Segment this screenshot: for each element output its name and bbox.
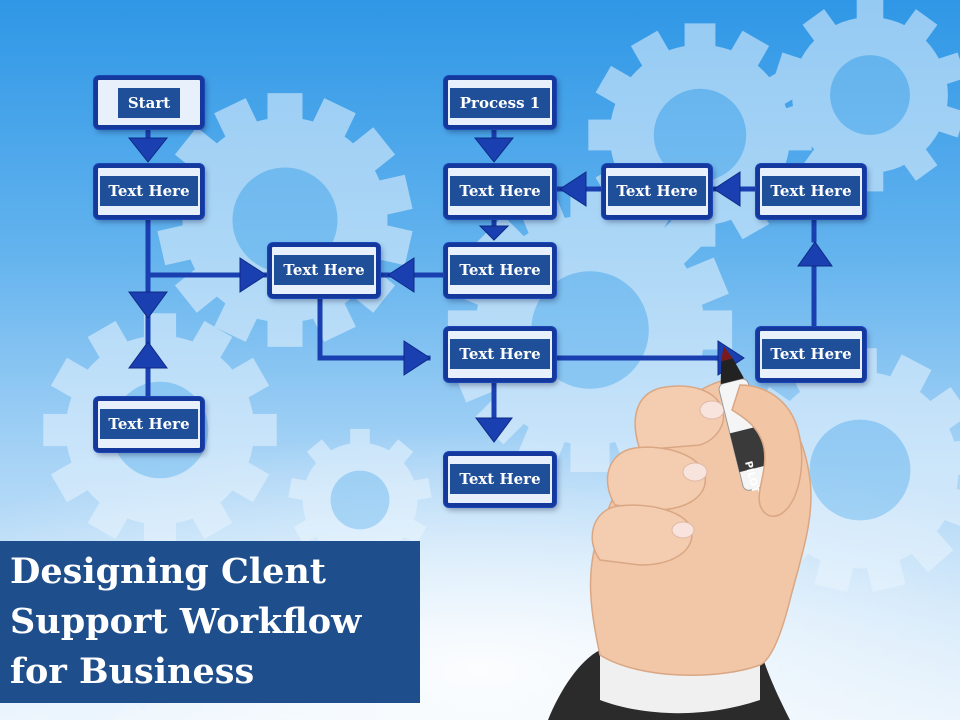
node-label: Text Here [450,176,550,206]
arrow-left-icon [559,171,587,207]
node-left-top: Text Here [94,164,204,219]
arrow-up-icon [797,241,833,267]
node-start: Start [94,76,204,129]
node-label: Text Here [274,255,374,285]
node-label: Text Here [450,255,550,285]
title-line-2: Support Workflow [10,601,362,642]
node-label: Text Here [762,176,860,206]
node-label: Text Here [450,464,550,494]
node-label: Text Here [762,339,860,369]
title-line-1: Designing Clent [10,551,326,592]
node-label: Process 1 [450,88,550,118]
node-right-top: Text Here [756,164,866,219]
title-banner: Designing Clent Support Workflow for Bus… [0,541,420,703]
arrow-down-icon [475,417,513,443]
title-line-3: for Business [10,651,255,692]
node-label: Text Here [100,409,198,439]
arrow-right-icon [403,340,431,376]
gear-shape [774,0,960,192]
arrow-left-icon [387,257,415,293]
node-right-row3: Text Here [756,327,866,382]
arrow-down-icon [127,137,169,163]
arrow-down-icon [128,291,168,319]
arrow-up-icon [128,341,168,369]
node-label: Text Here [608,176,706,206]
node-left-bottom: Text Here [94,397,204,452]
node-label: Text Here [450,339,550,369]
node-mid-right-top: Text Here [602,164,712,219]
node-process-1: Process 1 [444,76,556,129]
node-mid-top: Text Here [444,164,556,219]
node-center: Text Here [268,243,380,298]
node-bottom: Text Here [444,452,556,507]
arrow-down-icon [478,225,510,241]
arrow-down-icon [473,137,515,163]
node-label: Text Here [100,176,198,206]
arrow-right-icon [239,257,267,293]
node-mid-lower: Text Here [444,243,556,298]
arrow-left-icon [713,171,741,207]
node-label: Start [118,88,180,118]
node-mid-row3: Text Here [444,327,556,382]
